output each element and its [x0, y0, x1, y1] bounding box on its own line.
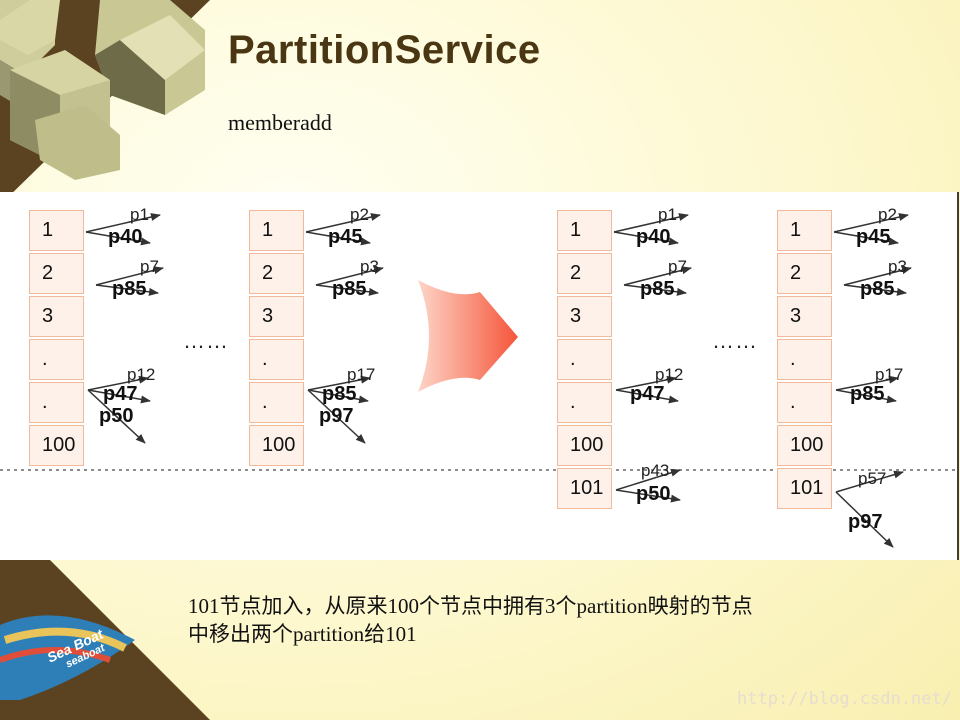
table-row: 2: [557, 253, 612, 294]
partition-label: p85: [112, 278, 146, 300]
table-row: .: [777, 382, 832, 423]
partition-label: p3: [360, 257, 379, 276]
before-b-row1-mapping: p2 p45: [305, 205, 381, 248]
before-a-row4-mapping: p12 p47 p50: [87, 365, 155, 444]
partition-label: p47: [103, 383, 137, 405]
after-a-row7-mapping: p43 p50: [615, 461, 681, 505]
slide-caption: 101节点加入，从原来100个节点中拥有3个partition映射的节点 中移出…: [188, 592, 753, 648]
table-row: .: [777, 339, 832, 380]
table-row: 3: [29, 296, 84, 337]
table-row: .: [29, 339, 84, 380]
after-ellipsis: ……: [712, 328, 758, 353]
cube-cluster-icon: [0, 0, 205, 180]
table-row: 2: [29, 253, 84, 294]
table-row: 1: [557, 210, 612, 251]
table-row: 3: [249, 296, 304, 337]
partition-label: p3: [888, 257, 907, 276]
watermark: http://blog.csdn.net/: [737, 689, 952, 709]
partition-label: p12: [127, 365, 155, 384]
sea-boat-logo-icon: [0, 615, 135, 700]
before-b-row4-mapping: p17 p85 p97: [307, 365, 375, 444]
partition-label: p85: [850, 383, 884, 405]
transition-arrow-icon: [418, 280, 518, 392]
after-b-row4-mapping: p17 p85: [835, 365, 903, 405]
table-row: 1: [29, 210, 84, 251]
slide-title: PartitionService: [228, 28, 541, 72]
partition-label: p97: [319, 405, 353, 427]
partition-label: p40: [636, 226, 670, 248]
table-row: .: [249, 382, 304, 423]
after-a-row2-mapping: p7 p85: [623, 257, 692, 300]
table-row: 100: [777, 425, 832, 466]
partition-label: p45: [856, 226, 890, 248]
partition-label: p40: [108, 226, 142, 248]
partition-label: p2: [878, 205, 897, 224]
partition-label: p50: [99, 405, 133, 427]
table-row: .: [29, 382, 84, 423]
partition-label: p85: [322, 383, 356, 405]
caption-line-2: 中移出两个partition给101: [188, 622, 417, 646]
slide-subtitle: memberadd: [228, 110, 332, 135]
table-row: .: [249, 339, 304, 380]
table-row: 101: [557, 468, 612, 509]
table-row: .: [557, 339, 612, 380]
after-a-row4-mapping: p12 p47: [615, 365, 683, 405]
after-b-row7-mapping: p57 p97: [835, 469, 904, 548]
table-row: 100: [249, 425, 304, 466]
partition-label: p17: [347, 365, 375, 384]
after-a-row1-mapping: p1 p40: [613, 205, 689, 248]
partition-label: p2: [350, 205, 369, 224]
after-b-row1-mapping: p2 p45: [833, 205, 909, 248]
table-row: .: [557, 382, 612, 423]
partition-label: p7: [668, 257, 687, 276]
partition-label: p57: [858, 469, 886, 488]
table-row: 2: [249, 253, 304, 294]
caption-line-1: 101节点加入，从原来100个节点中拥有3个partition映射的节点: [188, 594, 753, 618]
partition-label: p43: [641, 461, 669, 480]
partition-label: p85: [640, 278, 674, 300]
table-row: 3: [557, 296, 612, 337]
partition-label: p47: [630, 383, 664, 405]
partition-label: p1: [130, 205, 149, 224]
partition-label: p45: [328, 226, 362, 248]
partition-label: p97: [848, 511, 882, 533]
table-row: 3: [777, 296, 832, 337]
table-row: 2: [777, 253, 832, 294]
before-a-row1-mapping: p1 p40: [85, 205, 161, 248]
table-row: 101: [777, 468, 832, 509]
before-ellipsis: ……: [183, 328, 229, 353]
partition-label: p85: [332, 278, 366, 300]
partition-label: p1: [658, 205, 677, 224]
table-row: 100: [557, 425, 612, 466]
partition-label: p7: [140, 257, 159, 276]
table-row: 100: [29, 425, 84, 466]
before-a-row2-mapping: p7 p85: [95, 257, 164, 300]
partition-label: p17: [875, 365, 903, 384]
partition-label: p85: [860, 278, 894, 300]
after-b-row2-mapping: p3 p85: [843, 257, 912, 300]
table-row: 1: [777, 210, 832, 251]
partition-label: p50: [636, 483, 670, 505]
partition-label: p12: [655, 365, 683, 384]
before-b-row2-mapping: p3 p85: [315, 257, 384, 300]
table-row: 1: [249, 210, 304, 251]
